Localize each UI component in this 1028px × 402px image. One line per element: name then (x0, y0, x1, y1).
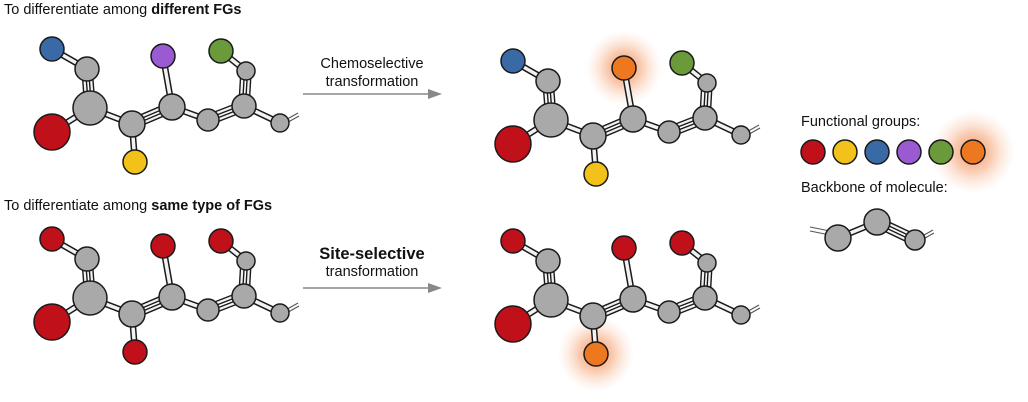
backbone-atom (619, 105, 647, 133)
functional-group-atom (500, 228, 526, 254)
backbone-atom (74, 56, 100, 82)
backbone-atom (619, 285, 647, 313)
backbone-atom (731, 125, 751, 145)
arrows-layer (303, 89, 442, 293)
backbone-atom (118, 110, 146, 138)
legend-fg-swatch (960, 139, 986, 165)
backbone-atom (535, 68, 561, 94)
heading-bottom-bold: same type of FGs (151, 198, 273, 214)
backbone-atom (196, 298, 220, 322)
molecule-different-fgs-start (33, 36, 300, 175)
backbone-atom (270, 303, 290, 323)
functional-group-atom (583, 341, 609, 367)
backbone-atom (904, 229, 926, 251)
backbone-atom (231, 93, 257, 119)
functional-group-atom (669, 230, 695, 256)
backbone-atom (579, 302, 607, 330)
functional-group-atom (150, 233, 176, 259)
backbone-atom (72, 280, 108, 316)
site-selective-arrow-head (428, 283, 442, 293)
backbone-atom (533, 282, 569, 318)
functional-group-atom (500, 48, 526, 74)
functional-group-atom (122, 149, 148, 175)
heading-top-bold: different FGs (151, 2, 242, 18)
legend-fg-swatch (928, 139, 954, 165)
backbone-atom (692, 285, 718, 311)
backbone-atom (270, 113, 290, 133)
backbone-atom (697, 253, 717, 273)
backbone-atom (231, 283, 257, 309)
site-selective-label: Site-selective transformation (302, 245, 442, 281)
legend-backbone (809, 208, 935, 252)
molecule-chemoselective-product (494, 30, 761, 187)
backbone-atom (692, 105, 718, 131)
chemoselective-arrow (303, 89, 442, 99)
backbone-atom (579, 122, 607, 150)
molecule-same-fgs-start (33, 226, 300, 365)
site-selective-arrow (303, 283, 442, 293)
backbone-atom (158, 283, 186, 311)
molecules-layer (33, 30, 761, 392)
backbone-atom (72, 90, 108, 126)
legend-layer (800, 110, 1015, 252)
backbone-atom (657, 120, 681, 144)
backbone-atom (657, 300, 681, 324)
functional-group-atom (39, 36, 65, 62)
backbone-atom (731, 305, 751, 325)
functional-group-atom (611, 55, 637, 81)
chemoselective-label: Chemoselective transformation (302, 55, 442, 91)
heading-different-fgs: To differentiate among different FGs (4, 2, 241, 18)
chemoselective-arrow-head (428, 89, 442, 99)
chemoselective-line2: transformation (325, 74, 419, 90)
legend-fg-swatch (896, 139, 922, 165)
functional-group-atom (150, 43, 176, 69)
backbone-atom (236, 61, 256, 81)
backbone-atom (158, 93, 186, 121)
functional-group-atom (583, 161, 609, 187)
backbone-atom (863, 208, 891, 236)
site-selective-line1: Site-selective (319, 245, 425, 263)
backbone-atom (697, 73, 717, 93)
heading-top-prefix: To differentiate among (4, 2, 152, 18)
backbone-atom (535, 248, 561, 274)
legend-fg-swatch (832, 139, 858, 165)
backbone-atom (118, 300, 146, 328)
backbone-atom (74, 246, 100, 272)
functional-group-atom (208, 38, 234, 64)
backbone-atom (196, 108, 220, 132)
legend-functional-groups-label: Functional groups: (801, 114, 921, 130)
molecule-site-selective-product (494, 228, 761, 392)
heading-same-type-fgs: To differentiate among same type of FGs (4, 198, 272, 214)
functional-group-atom (33, 303, 71, 341)
legend-fg-swatch (864, 139, 890, 165)
functional-group-atom (33, 113, 71, 151)
functional-group-atom (494, 305, 532, 343)
functional-group-atom (669, 50, 695, 76)
backbone-atom (533, 102, 569, 138)
chemoselective-line1: Chemoselective (320, 56, 424, 72)
legend-backbone-label: Backbone of molecule: (801, 180, 948, 196)
heading-bottom-prefix: To differentiate among (4, 198, 152, 214)
legend-fg-swatch (800, 139, 826, 165)
functional-group-atom (39, 226, 65, 252)
functional-group-atom (122, 339, 148, 365)
functional-group-atom (611, 235, 637, 261)
backbone-atom (236, 251, 256, 271)
site-selective-line2: transformation (325, 264, 419, 280)
backbone-atom (824, 224, 852, 252)
functional-group-atom (208, 228, 234, 254)
functional-group-atom (494, 125, 532, 163)
